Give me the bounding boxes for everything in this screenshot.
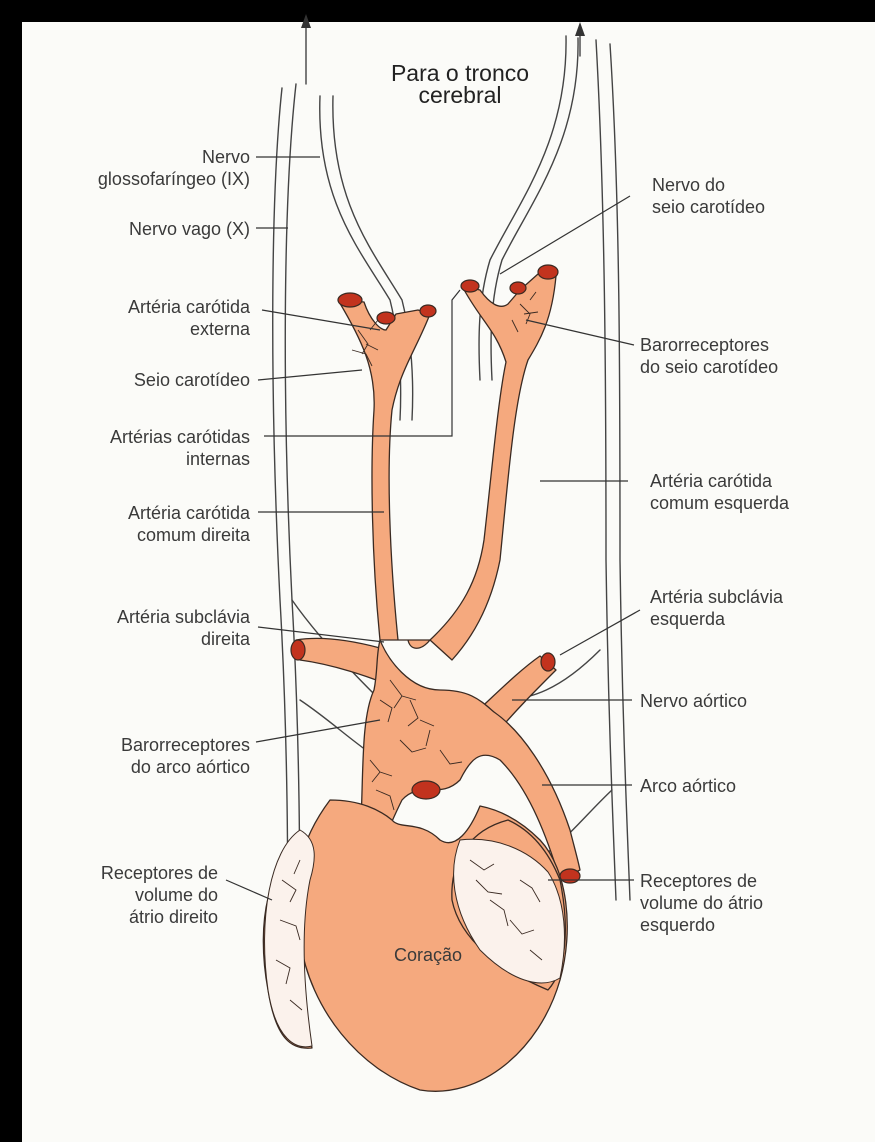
label-left-atrium-volume-receptors: Receptores de volume do átrio esquerdo [640,870,872,936]
label-aortic-arch: Arco aórtico [640,775,872,797]
right-vagus-nerve-inner [610,44,630,900]
left-carotid-artery [430,274,556,660]
label-carotid-sinus-baroreceptors: Barorreceptores do seio carotídeo [640,334,872,378]
label-external-carotid-artery: Artéria carótida externa [22,296,250,340]
left-up-arrowhead [301,14,311,28]
label-glossopharyngeal-nerve: Nervo glossofaríngeo (IX) [22,146,250,190]
label-aortic-arch-baroreceptors: Barorreceptores do arco aórtico [22,734,250,778]
label-internal-carotid-arteries: Artérias carótidas internas [22,426,250,470]
label-vagus-nerve: Nervo vago (X) [22,218,250,240]
label-right-subclavian: Artéria subclávia direita [22,606,250,650]
right-carotid-artery [338,300,430,648]
right-vagus-nerve [596,40,616,900]
label-left-common-carotid: Artéria carótida comum esquerda [650,470,872,514]
label-heart: Coração [368,944,488,966]
diagram-title: Para o tronco cerebral [330,62,590,106]
label-carotid-sinus: Seio carotídeo [22,369,250,391]
label-left-subclavian: Artéria subclávia esquerda [650,586,872,630]
label-carotid-sinus-nerve: Nervo do seio carotídeo [652,174,872,218]
label-aortic-nerve: Nervo aórtico [640,690,872,712]
label-right-atrium-volume-receptors: Receptores de volume do átrio direito [22,862,218,928]
label-right-common-carotid: Artéria carótida comum direita [22,502,250,546]
right-up-arrowhead [575,22,585,36]
